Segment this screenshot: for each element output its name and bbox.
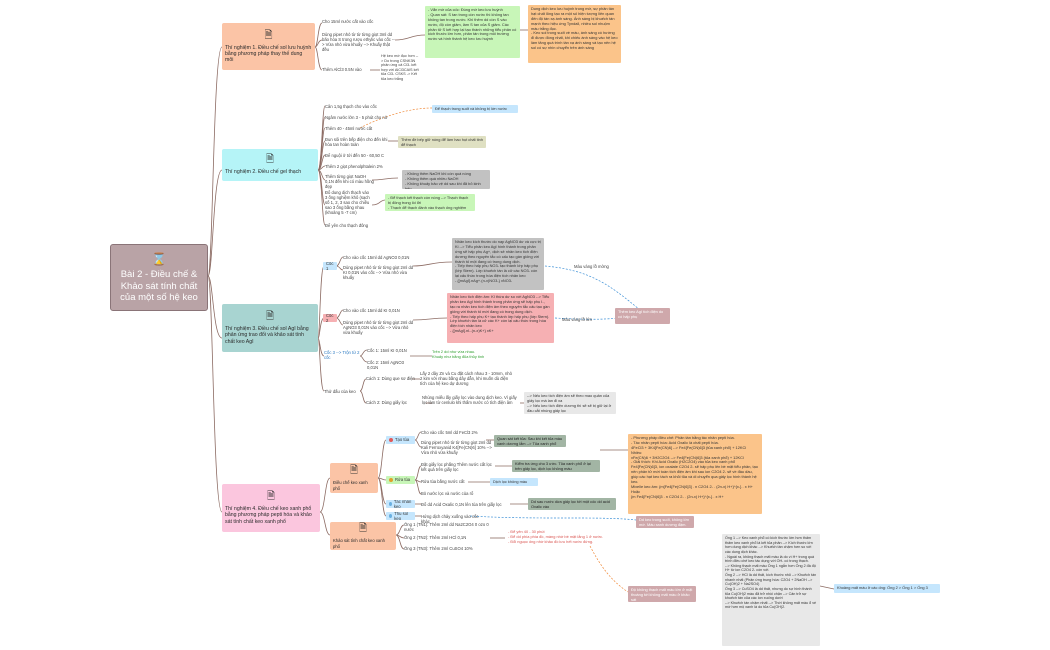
b1-step-2[interactable]: Dùng pipet nhỏ từ từ từng giọt 3ml dd bã… bbox=[322, 32, 395, 53]
b3-method-2[interactable]: Cách 2: Dùng giấy lọc bbox=[366, 400, 407, 405]
b4-peptizer-step[interactable]: Tác nhân keo bbox=[386, 500, 415, 508]
b2-step-8-note[interactable]: - Để thạch kết thạch còn nóng --> Thạch … bbox=[385, 194, 475, 211]
b4-collect-note[interactable]: Dd keo trong suốt, không lớn mờ. Màu xan… bbox=[636, 516, 694, 528]
document-icon: 🗎 bbox=[266, 491, 276, 503]
b4-wash-3[interactable]: Bỏ nước lọc và nước của rổ bbox=[421, 491, 474, 496]
document-icon: 🗎 bbox=[349, 465, 359, 477]
b2-step-6[interactable]: Thêm 2 giọt phenolphtalein 2% bbox=[325, 164, 383, 169]
b4-wash-2[interactable]: Rửa tủa bằng nước cất bbox=[421, 479, 465, 484]
b2-step-3[interactable]: Thêm 40 - 45ml nước cất bbox=[325, 126, 373, 131]
b4-tube-explanation[interactable]: Ống 1 --> Keo xanh phổ có kích thước lớn… bbox=[722, 534, 820, 646]
root-title: Bài 2 - Điều chế & Khảo sát tính chất củ… bbox=[120, 269, 198, 303]
b4-wash-2-note[interactable]: Dịch lọc không màu bbox=[490, 478, 538, 486]
b4-tube-1[interactable]: Ống 1 (TN1): Thêm 2ml dd Na2C2O4 0 ozo 0… bbox=[404, 522, 489, 533]
b1-step-3[interactable]: Thêm AlCl3 0.5N vào bbox=[322, 67, 362, 72]
b3-cup-2-step-1[interactable]: Cho vào cốc 15ml dd KI 0,01N bbox=[343, 308, 400, 313]
b3-cup-1-step-2[interactable]: Dùng pipet nhỏ từ từ từng giọt 2ml dd KI… bbox=[343, 265, 414, 281]
b3-method-2-step[interactable]: Nhúng miếu lấy giấy lọc vào dung dịch ke… bbox=[422, 395, 517, 406]
b4-survey-sol[interactable]: 🗎 Khảo sát tính chất keo xanh phổ bbox=[330, 522, 396, 550]
b2-step-7-note[interactable]: - Không thêm NaOH khi còn quá nóng - Khô… bbox=[402, 170, 490, 189]
b4-wash-step[interactable]: Rửa tủa bbox=[386, 476, 415, 484]
b3-cup-3[interactable]: Cốc 3 --> Trộn từ 2 cốc bbox=[324, 350, 360, 361]
document-icon: 🗎 bbox=[265, 154, 275, 166]
b4-wash-1-note[interactable]: Kiểm tra ứng cho 3 ước. Tủa xanh phổ ở l… bbox=[512, 460, 600, 472]
branch-2-title: Thí nghiệm 2. Điều chế gel thạch bbox=[225, 169, 302, 176]
b3-method-1-note[interactable]: Lấy 2 dây Zn và Cu đặt cách nhau 3 - 10m… bbox=[420, 371, 512, 387]
document-icon: 🗎 bbox=[264, 29, 273, 41]
b1-observation-note[interactable]: - Vẩn mờ của cốc: Đúng mờ keo lưu huỳnh … bbox=[425, 6, 520, 58]
b4-wash-1[interactable]: Đặt giấy lọc phẳng Thêm nước cất lọc kết… bbox=[421, 462, 492, 473]
b3-cup-1-step-1[interactable]: Cho vào cốc 15ml dd AgNO3 0,01N bbox=[343, 255, 410, 260]
b3-cup-2[interactable]: Cốc 2 bbox=[323, 314, 337, 322]
b3-cup-3-b[interactable]: Cốc 2: 15ml AgNO3 0,01N bbox=[367, 360, 405, 371]
b3-cup-1[interactable]: Cốc 1 bbox=[323, 262, 337, 270]
b2-step-1[interactable]: Cân 1,5g thạch cho vào cốc bbox=[325, 104, 377, 109]
b3-test-charge[interactable]: Thử dấu của keo bbox=[324, 389, 356, 394]
b3-method-2-note[interactable]: --> Nếu keo tích điện âm sẽ theo mao quả… bbox=[524, 392, 616, 414]
b2-step-4[interactable]: Đun sôi trên bếp điện cho đến khi hòa ta… bbox=[325, 137, 388, 148]
b3-method-1[interactable]: Cách 1: Dùng que sơ điện bbox=[366, 376, 415, 381]
branch-experiment-4[interactable]: 🗎 Thí nghiệm 4. Điều chế keo xanh phổ bằ… bbox=[222, 484, 320, 532]
document-icon: 🗎 bbox=[265, 311, 275, 323]
b1-explanation-note[interactable]: Dung dịch keo lưu huỳnh trong mờ, sự phâ… bbox=[528, 5, 621, 63]
branch-3-title: Thí nghiệm 3. Điều chế sol AgI bằng phản… bbox=[225, 326, 309, 345]
branch-experiment-1[interactable]: 🗎 Thí nghiệm 1. Điều chế sol lưu huỳnh b… bbox=[222, 23, 315, 70]
b4-tube-note[interactable]: - Để yên 40 - 30 phút - Để dd phía phía … bbox=[508, 529, 604, 544]
b4-precipitate-note[interactable]: Quan sát kết tủa: Sau khi kết tủa màu xa… bbox=[494, 435, 566, 447]
hourglass-icon: ⌛ bbox=[151, 251, 167, 266]
b2-step-3-note[interactable]: Để thạch trong suốt và không bị lớn nước bbox=[432, 105, 518, 113]
b4-collect-1[interactable]: Hứng dịch chảy xuống vào cốc khác bbox=[421, 514, 479, 525]
b4-peptization-explanation[interactable]: - Phương pháp điều chế: Phân tán bằng tá… bbox=[628, 434, 762, 514]
b3-cup-1-note[interactable]: Nhân keo kích thước do nạp AgNO3 dư và c… bbox=[452, 238, 544, 290]
root-topic[interactable]: ⌛ Bài 2 - Điều chế & Khảo sát tính chất … bbox=[110, 244, 208, 311]
document-icon: 🗎 bbox=[358, 523, 368, 535]
b4-precipitate-step[interactable]: Tạo tủa bbox=[386, 436, 415, 444]
b4-tube-3[interactable]: Ống 3 (TN3): Thêm 2ml CuSO4 10% bbox=[404, 546, 473, 551]
b3-conclusion[interactable]: Thêm keo AgI tích điện do có hấp phụ bbox=[615, 308, 670, 324]
branch-4-title: Thí nghiệm 4. Điều chế keo xanh phổ bằng… bbox=[225, 506, 312, 525]
b2-step-7[interactable]: Thêm từng giọt NaOH 0,1N đến khi có màu … bbox=[325, 174, 374, 190]
b4-peptizer-note[interactable]: Dd sau nước dừa giấy lọc tới một cốc dd … bbox=[528, 498, 616, 510]
b2-step-5[interactable]: Để nguội ở tới đến 50 - 60,50 C bbox=[325, 153, 385, 158]
b4-tube-result[interactable]: Độ không thạch mất màu lớn ở mặt thoáng … bbox=[628, 586, 696, 602]
branch-experiment-3[interactable]: 🗎 Thí nghiệm 3. Điều chế sol AgI bằng ph… bbox=[222, 304, 318, 352]
b1-step-1[interactable]: Cho 15ml nước cất vào cốc bbox=[322, 19, 374, 24]
b4-prepare-sol[interactable]: 🗎 Điều chế keo xanh phổ bbox=[330, 463, 378, 493]
b2-step-8[interactable]: Đổ dung dịch thạch vào 3 ống nghiệm khô … bbox=[325, 190, 370, 216]
branch-experiment-2[interactable]: 🗎 Thí nghiệm 2. Điều chế gel thạch bbox=[222, 149, 318, 181]
b4-tube-final[interactable]: Khoảng mất màu ở các ống: Ống 2 > Ống 1 … bbox=[834, 584, 940, 593]
b3-cup-3-note[interactable]: Trên 2 dd như vừa nhau. Khuấy như bằng đ… bbox=[432, 350, 485, 359]
b2-step-9[interactable]: Để yên cho thạch đông bbox=[325, 223, 369, 228]
b4-tube-2[interactable]: Ống 2 (TN2): Thêm 2ml HCl 0,1N bbox=[404, 535, 467, 540]
b3-cup-1-result[interactable]: Màu vàng lồ mờng bbox=[574, 264, 609, 269]
b3-cup-2-step-2[interactable]: Dùng pipet nhỏ từ từ từng giọt 2ml dd Ag… bbox=[343, 320, 414, 336]
b3-cup-3-a[interactable]: Cốc 1: 15ml KI 0,01N bbox=[367, 348, 407, 353]
b2-step-4-note[interactable]: Thêm đề bếp giữ nóng để làm hao hụt chất… bbox=[398, 136, 486, 148]
b3-cup-2-result[interactable]: Màu vàng lồ lớn bbox=[562, 317, 592, 322]
b4-precipitate-2[interactable]: Dùng pipet nhỏ từ từ từng giọt 2ml dd Ka… bbox=[421, 440, 492, 456]
b4-collect-step[interactable]: Thu sol keo bbox=[386, 512, 415, 520]
b4-precipitate-1[interactable]: Cho vào cốc 5ml dd FeCl3 2% bbox=[421, 430, 478, 435]
b1-step-3-note[interactable]: Hệ keo mờ đục hơn --> Do trong CSNK3N ph… bbox=[381, 54, 419, 81]
b4-peptizer-1[interactable]: Đổ dd Acid Oxalic 0,1N lên tủa trên giấy… bbox=[421, 502, 502, 507]
b2-step-2[interactable]: Ngâm nước lớn 3 - 5 phút cho nở bbox=[325, 115, 388, 120]
b3-cup-2-note[interactable]: Nhân keo tích điện âm: KI thừa dư so với… bbox=[447, 293, 554, 343]
branch-1-title: Thí nghiệm 1. Điều chế sol lưu huỳnh bằn… bbox=[225, 44, 312, 64]
